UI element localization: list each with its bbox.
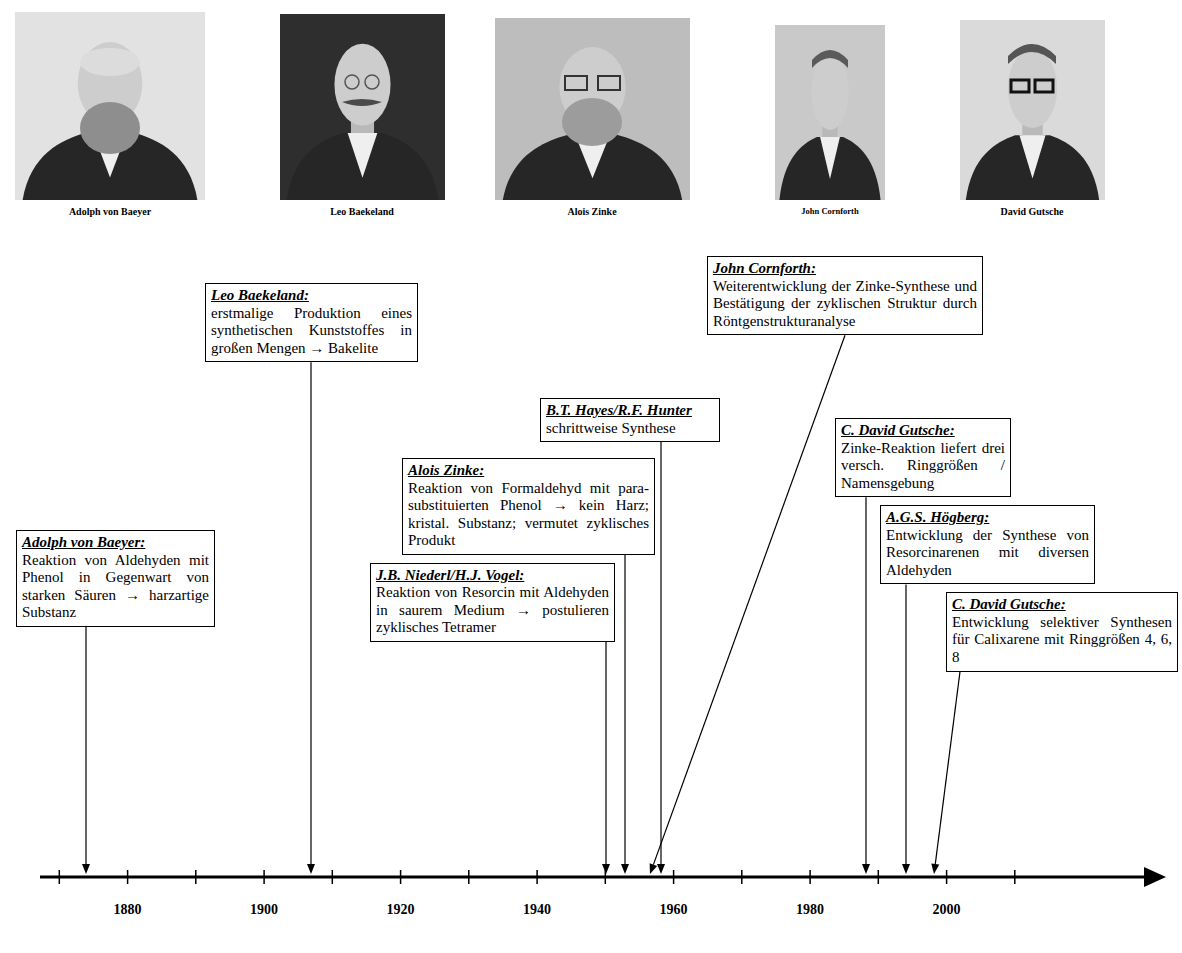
event-heading: J.B. Niederl/H.J. Vogel: — [376, 567, 609, 585]
date-pointer — [624, 555, 625, 864]
axis-ticks — [59, 870, 1015, 884]
pointer-arrowhead — [602, 864, 610, 874]
event-heading: John Cornforth: — [713, 260, 977, 278]
event-text: Entwicklung selektiver Synthesen für Cal… — [952, 614, 1172, 667]
portrait-glasses — [365, 75, 379, 89]
portrait-figure — [966, 49, 1099, 200]
axis-arrowhead — [1144, 867, 1166, 887]
portrait-figure — [23, 42, 198, 200]
axis-year: 2000 — [933, 902, 961, 918]
portrait-caption: Leo Baekeland — [330, 206, 394, 217]
portrait-moustache — [342, 99, 382, 106]
event-text: erstmalige Produktion eines synthetische… — [211, 305, 412, 358]
portrait-figure — [287, 44, 439, 200]
portrait-glasses — [345, 75, 359, 89]
axis-year: 1940 — [523, 902, 551, 918]
event-text: Weiterentwicklung der Zinke-Synthese und… — [713, 278, 977, 331]
portrait-glasses — [565, 76, 587, 90]
event-box: A.G.S. Högberg:Entwicklung der Synthese … — [880, 505, 1095, 584]
event-box: Adolph von Baeyer:Reaktion von Aldehyden… — [16, 530, 215, 627]
event-heading: B.T. Hayes/R.F. Hunter — [546, 402, 714, 420]
axis-year: 1980 — [796, 902, 824, 918]
portrait-caption: David Gutsche — [1000, 206, 1063, 217]
event-box: Leo Baekeland:erstmalige Produktion eine… — [205, 283, 418, 362]
pointer-arrowhead — [862, 864, 870, 874]
portrait-caption: Adolph von Baeyer — [69, 206, 151, 217]
portrait-beard — [562, 98, 622, 146]
portrait-caption: Alois Zinke — [567, 206, 616, 217]
event-heading: C. David Gutsche: — [952, 596, 1172, 614]
pointer-arrowhead — [307, 864, 315, 874]
portrait-figure — [779, 53, 880, 200]
pointer-arrowhead — [931, 864, 939, 874]
event-text: Reaktion von Aldehyden mit Phenol in Geg… — [22, 552, 209, 622]
axis-year: 1960 — [660, 902, 688, 918]
event-text: schrittweise Synthese — [546, 420, 714, 438]
pointer-arrowhead — [82, 864, 90, 874]
portrait-hair — [1008, 44, 1056, 64]
event-text: Reaktion von Formaldehyd mit para-substi… — [408, 480, 649, 550]
portrait-figure — [503, 47, 682, 200]
event-box: B.T. Hayes/R.F. Hunterschrittweise Synth… — [540, 398, 720, 442]
date-pointer — [85, 627, 86, 864]
event-box: J.B. Niederl/H.J. Vogel:Reaktion von Res… — [370, 563, 615, 642]
date-pointer — [310, 362, 311, 864]
portrait-beard — [80, 102, 140, 154]
axis-year: 1900 — [250, 902, 278, 918]
portrait-frame — [495, 18, 690, 200]
portrait-frame — [960, 20, 1105, 200]
event-box: C. David Gutsche:Entwicklung selektiver … — [946, 592, 1178, 671]
pointer-arrowhead — [657, 864, 665, 874]
event-box: Alois Zinke:Reaktion von Formaldehyd mit… — [402, 458, 655, 555]
event-heading: Alois Zinke: — [408, 462, 649, 480]
portrait-glasses — [598, 76, 620, 90]
date-pointer — [935, 672, 960, 865]
date-pointer — [865, 497, 866, 864]
event-text: Reaktion von Resorcin mit Aldehyden in s… — [376, 584, 609, 637]
portrait-frame — [280, 14, 445, 200]
axis-year: 1920 — [387, 902, 415, 918]
date-pointer — [660, 442, 661, 864]
event-text: Entwicklung der Synthese von Resorcinare… — [886, 527, 1089, 580]
portrait-glasses — [1011, 80, 1029, 92]
event-box: John Cornforth:Weiterentwicklung der Zin… — [707, 256, 983, 335]
event-heading: A.G.S. Högberg: — [886, 509, 1089, 527]
event-heading: Adolph von Baeyer: — [22, 534, 209, 552]
time-axis — [40, 876, 1150, 879]
portrait-frame — [775, 25, 885, 200]
date-pointer — [905, 584, 906, 864]
portrait-hair — [812, 50, 848, 68]
pointer-arrowhead — [621, 864, 629, 874]
event-heading: Leo Baekeland: — [211, 287, 412, 305]
event-heading: C. David Gutsche: — [841, 422, 1005, 440]
portrait-bald-head — [80, 48, 140, 76]
pointer-arrowhead — [650, 863, 658, 874]
date-pointer — [605, 642, 606, 864]
portrait-caption: John Cornforth — [801, 206, 858, 216]
portrait-frame — [15, 12, 205, 200]
pointer-arrowhead — [902, 864, 910, 874]
portrait-glasses — [1035, 80, 1053, 92]
event-box: C. David Gutsche:Zinke-Reaktion liefert … — [835, 418, 1011, 497]
event-text: Zinke-Reaktion liefert drei versch. Ring… — [841, 440, 1005, 493]
axis-year: 1880 — [114, 902, 142, 918]
